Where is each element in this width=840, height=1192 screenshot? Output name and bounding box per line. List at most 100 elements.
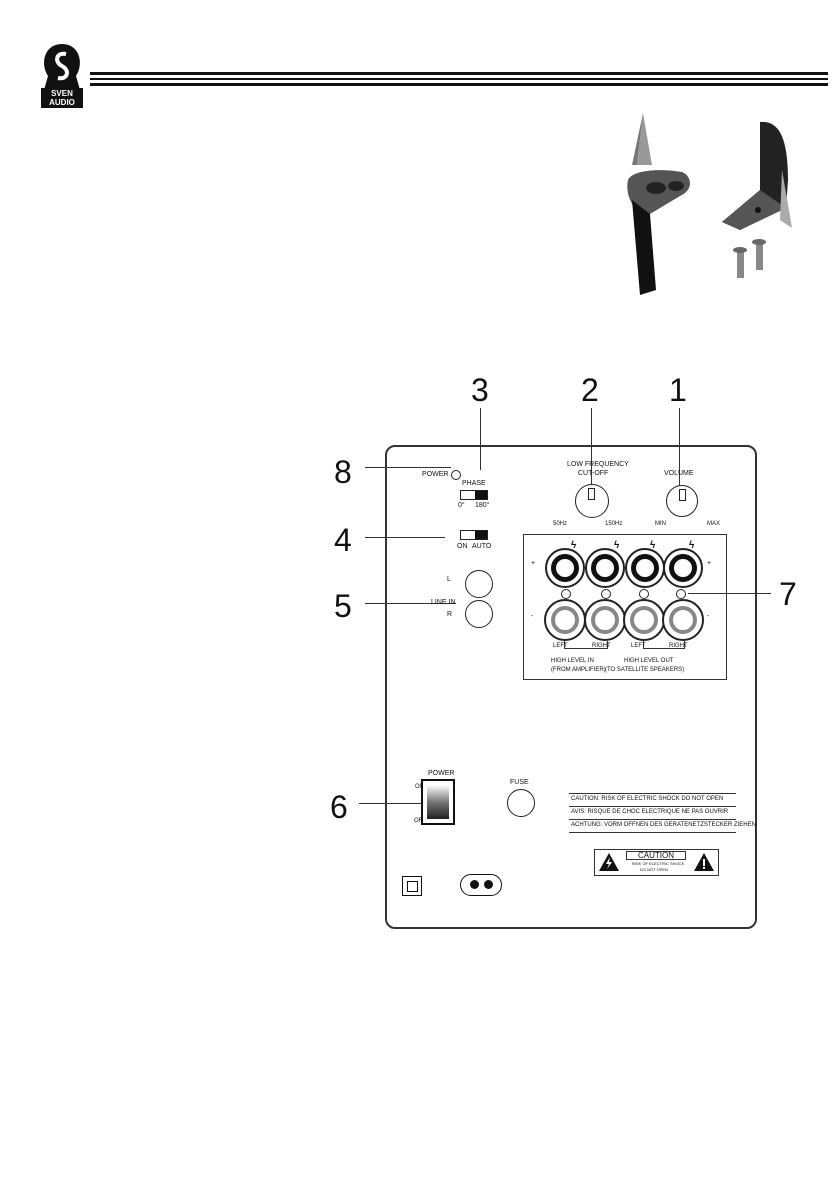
terminal-indicator [639, 589, 649, 599]
out-left-label: LEFT [631, 643, 646, 649]
subwoofer-back-panel [385, 445, 757, 929]
terminal-out-left-plus[interactable] [625, 548, 665, 588]
warning-rule [569, 832, 736, 833]
warning-rule [569, 819, 736, 820]
caution-title: CAUTION [638, 851, 674, 860]
lightning-icon: ϟ [571, 540, 577, 551]
auto-standby-switch[interactable] [460, 530, 488, 540]
warning-fr: AVIS: RISQUE DE CHOC ELECTRIQUE NE PAS O… [571, 809, 729, 815]
leader-line-3 [480, 408, 481, 470]
high-level-terminal-block [523, 534, 727, 680]
phase-label: PHASE [462, 480, 486, 487]
exclamation-warning-icon [694, 853, 714, 871]
caution-label-box [594, 849, 719, 876]
lightning-icon: ϟ [689, 540, 695, 551]
leader-line-2 [591, 408, 592, 496]
callout-5: 5 [334, 588, 352, 624]
logo-wordmark: SVEN AUDIO [41, 88, 83, 108]
lowfreq-min-label: 50Hz [553, 521, 568, 527]
terminal-minus-left: - [531, 613, 534, 620]
caution-line2: DO NOT OPEN [640, 867, 668, 872]
line-in-label: LINE IN [431, 599, 456, 606]
lowfreq-label-2: CUT-OFF [578, 470, 609, 477]
in-pair-bracket [564, 641, 608, 649]
volume-label: VOLUME [664, 470, 694, 477]
header-rule-top [90, 72, 828, 75]
line-in-left-jack[interactable] [465, 570, 493, 598]
terminal-out-right-minus[interactable] [662, 599, 704, 641]
auto-on-label: ON [457, 543, 468, 550]
leader-line-4 [365, 537, 445, 538]
brand-line1: SVEN [51, 89, 73, 98]
high-level-in-label: HIGH LEVEL IN [551, 658, 594, 664]
phase-right-label: 180° [475, 502, 490, 509]
warning-en: CAUTION: RISK OF ELECTRIC SHOCK DO NOT O… [571, 796, 724, 802]
leader-line-1 [679, 408, 680, 496]
callout-7: 7 [779, 576, 797, 612]
terminal-out-left-minus[interactable] [623, 599, 665, 641]
fuse-label: FUSE [510, 779, 529, 786]
line-in-right-jack[interactable] [465, 600, 493, 628]
in-right-label: RIGHT [592, 643, 611, 649]
callout-1: 1 [669, 372, 687, 408]
lowfreq-max-label: 150Hz [605, 521, 623, 527]
warning-rule [569, 806, 736, 807]
double-insulation-inner [407, 881, 418, 892]
line-in-r-label: R [447, 611, 453, 618]
terminal-in-left-minus[interactable] [544, 599, 586, 641]
callout-4: 4 [334, 522, 352, 558]
lowfreq-label-1: LOW FREQUENCY [567, 461, 629, 468]
line-in-l-label: L [447, 576, 451, 583]
callout-3: 3 [471, 372, 489, 408]
callout-2: 2 [581, 372, 599, 408]
out-right-label: RIGHT [669, 643, 688, 649]
double-insulation-symbol [402, 876, 422, 896]
terminal-indicator [601, 589, 611, 599]
high-level-in-sublabel: (FROM AMPLIFIER) [551, 667, 606, 673]
mains-power-socket[interactable] [460, 874, 502, 896]
terminal-in-right-plus[interactable] [585, 548, 625, 588]
header-rule-middle [90, 78, 828, 80]
brand-line2: AUDIO [49, 98, 75, 107]
header-rule-bottom [90, 83, 828, 86]
terminal-out-right-plus[interactable] [663, 548, 703, 588]
volume-min-label: MIN [655, 521, 666, 527]
spike-and-bracket-illustration [627, 113, 792, 295]
leader-line-7 [688, 593, 771, 594]
power-led [451, 470, 461, 480]
auto-label: AUTO [472, 543, 492, 550]
warning-rule [569, 793, 736, 794]
power-rocker-switch[interactable] [421, 779, 455, 825]
caution-title-frame [626, 851, 686, 860]
high-level-out-sublabel: (TO SATELLITE SPEAKERS) [605, 667, 685, 673]
power-on-label: ON [415, 784, 424, 790]
leader-line-8 [365, 467, 451, 468]
socket-pin [484, 880, 493, 889]
power-led-label: POWER [422, 471, 449, 478]
callout-6: 6 [330, 789, 348, 825]
phase-left-label: 0° [458, 502, 465, 509]
terminal-plus-right: + [707, 560, 712, 567]
sven-audio-logo [44, 44, 80, 90]
fuse-holder[interactable] [507, 789, 535, 817]
phase-switch[interactable] [460, 490, 488, 500]
terminal-in-left-plus[interactable] [545, 548, 585, 588]
socket-pin [470, 880, 479, 889]
terminal-indicator [561, 589, 571, 599]
electric-shock-warning-icon [599, 853, 619, 871]
high-level-out-label: HIGH LEVEL OUT [624, 658, 674, 664]
lightning-icon: ϟ [614, 540, 620, 551]
in-left-label: LEFT [553, 643, 568, 649]
terminal-minus-right: - [707, 613, 710, 620]
terminal-in-right-minus[interactable] [584, 599, 626, 641]
power-rocker-face [427, 785, 449, 819]
leader-line-6 [359, 803, 421, 804]
volume-max-label: MAX [707, 521, 721, 527]
volume-knob-indicator [679, 489, 686, 501]
out-pair-bracket [643, 641, 685, 649]
terminal-indicator [676, 589, 686, 599]
warning-de: ACHTUNG: VORM OFFNEN DES GERATENETZSTECK… [571, 822, 756, 828]
power-off-label: OFF [414, 818, 426, 824]
callout-8: 8 [334, 454, 352, 490]
leader-line-5 [365, 603, 456, 604]
